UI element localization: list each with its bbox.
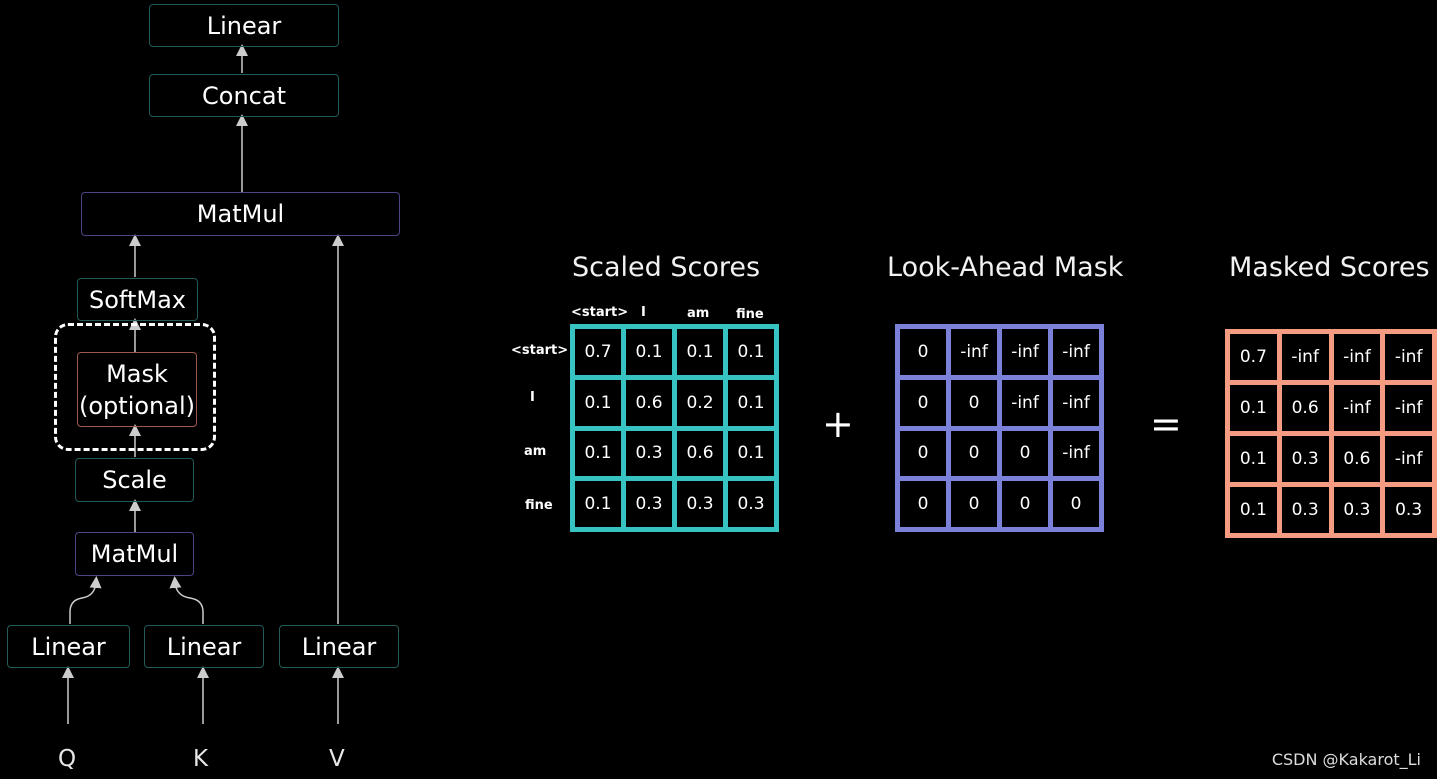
row-label-i: I — [530, 390, 535, 405]
matmul-bottom-label: MatMul — [90, 540, 179, 568]
row-label-start: <start> — [511, 343, 569, 358]
mask-cell: -inf — [1053, 329, 1099, 375]
linear-top-block: Linear — [149, 4, 339, 47]
masked-cell: 0.1 — [1230, 487, 1277, 533]
scaled-cell: 0.3 — [728, 481, 774, 527]
mask-optional-boundary — [54, 323, 216, 451]
mask-cell: 0 — [951, 430, 997, 477]
masked-cell: 0.3 — [1333, 487, 1381, 533]
mask-cell: -inf — [1053, 430, 1099, 477]
scaled-cell: 0.1 — [728, 379, 774, 426]
mask-cell: 0 — [951, 481, 997, 527]
scaled-cell: 0.3 — [677, 481, 723, 527]
scaled-cell: 0.6 — [626, 379, 672, 426]
scaled-cell: 0.1 — [575, 379, 621, 426]
mask-cell: 0 — [951, 379, 997, 426]
linear-q-block: Linear — [7, 625, 130, 668]
mask-cell: -inf — [951, 329, 997, 375]
mask-cell: 0 — [900, 481, 946, 527]
input-k: K — [193, 746, 209, 772]
scaled-cell: 0.1 — [677, 329, 723, 375]
concat-block: Concat — [149, 74, 339, 117]
scaled-cell: 0.6 — [677, 430, 723, 477]
mask-cell: 0 — [1002, 430, 1048, 477]
masked-cell: 0.3 — [1385, 487, 1432, 533]
mask-cell: 0 — [1002, 481, 1048, 527]
linear-q-label: Linear — [31, 632, 106, 661]
scaled-cell: 0.1 — [626, 329, 672, 375]
col-label-i: I — [641, 305, 646, 320]
masked-cell: 0.1 — [1230, 436, 1277, 482]
masked-cell: -inf — [1333, 385, 1381, 431]
masked-cell: 0.7 — [1230, 334, 1277, 380]
scaled-cell: 0.3 — [626, 430, 672, 477]
scaled-cell: 0.2 — [677, 379, 723, 426]
masked-cell: -inf — [1385, 385, 1432, 431]
input-q: Q — [58, 746, 77, 772]
masked-cell: -inf — [1333, 334, 1381, 380]
linear-k-block: Linear — [144, 625, 264, 668]
linear-v-block: Linear — [279, 625, 399, 668]
masked-cell: 0.6 — [1333, 436, 1381, 482]
equals-operator: = — [1150, 402, 1182, 446]
matmul-bottom-block: MatMul — [75, 532, 194, 576]
linear-k-label: Linear — [166, 632, 242, 661]
scaled-cell: 0.1 — [728, 430, 774, 477]
mask-block: Mask (optional) — [77, 352, 197, 427]
scaled-cell: 0.1 — [575, 430, 621, 477]
mask-cell: 0 — [1053, 481, 1099, 527]
scaled-cell: 0.7 — [575, 329, 621, 375]
watermark-credit: CSDN @Kakarot_Li — [1271, 750, 1421, 769]
matmul-top-block: MatMul — [81, 192, 400, 236]
mask-optional-label: (optional) — [79, 391, 195, 420]
scaled-cell: 0.3 — [626, 481, 672, 527]
masked-cell: -inf — [1385, 436, 1432, 482]
masked-cell: 0.3 — [1281, 436, 1329, 482]
masked-scores-title: Masked Scores — [1229, 252, 1430, 283]
scaled-cell: 0.1 — [575, 481, 621, 527]
masked-cell: 0.6 — [1281, 385, 1329, 431]
mask-cell: 0 — [900, 329, 946, 375]
input-v: V — [329, 746, 345, 772]
masked-cell: -inf — [1385, 334, 1432, 380]
scaled-scores-title: Scaled Scores — [572, 252, 761, 283]
row-label-fine: fine — [525, 498, 553, 513]
col-label-start: <start> — [571, 305, 629, 320]
mask-cell: -inf — [1002, 329, 1048, 375]
scale-block: Scale — [75, 458, 194, 502]
concat-label: Concat — [202, 81, 286, 110]
col-label-am: am — [687, 306, 710, 321]
mask-cell: -inf — [1053, 379, 1099, 426]
linear-v-label: Linear — [301, 632, 377, 661]
masked-cell: 0.3 — [1281, 487, 1329, 533]
matmul-top-label: MatMul — [196, 200, 285, 228]
scale-label: Scale — [102, 466, 167, 494]
row-label-am: am — [524, 444, 547, 459]
masked-cell: -inf — [1281, 334, 1329, 380]
mask-cell: 0 — [900, 379, 946, 426]
masked-cell: 0.1 — [1230, 385, 1277, 431]
softmax-label: SoftMax — [89, 285, 186, 314]
col-label-fine: fine — [736, 307, 764, 322]
linear-top-label: Linear — [206, 11, 282, 40]
plus-operator: + — [822, 402, 854, 446]
look-ahead-mask-title: Look-Ahead Mask — [887, 252, 1124, 283]
scaled-cell: 0.1 — [728, 329, 774, 375]
mask-cell: 0 — [900, 430, 946, 477]
mask-cell: -inf — [1002, 379, 1048, 426]
softmax-block: SoftMax — [77, 278, 198, 321]
mask-label: Mask — [106, 359, 168, 388]
